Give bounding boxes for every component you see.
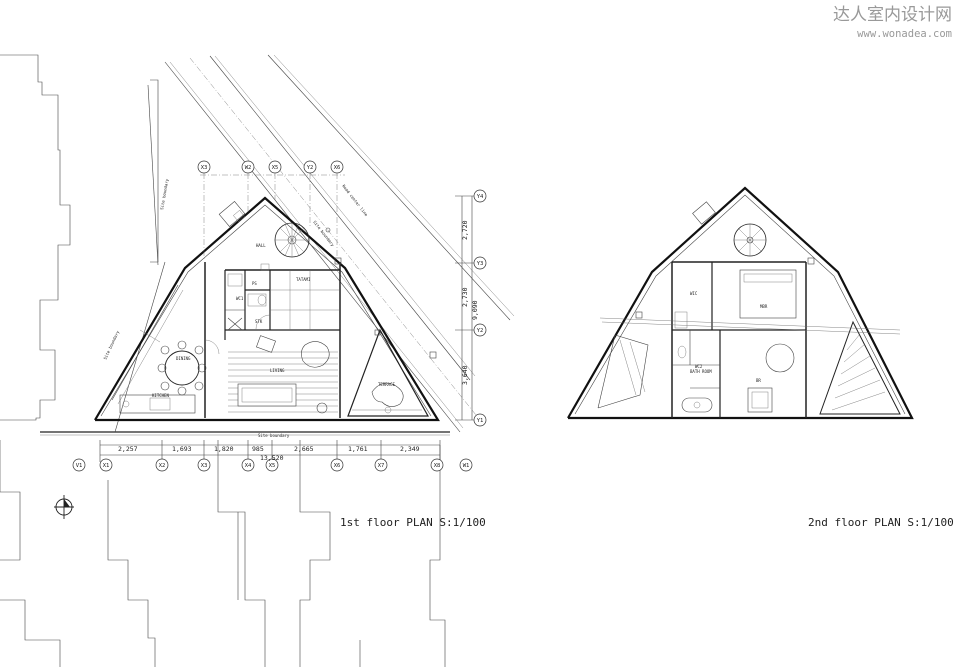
site-label-2: Site boundary <box>102 329 120 360</box>
dim-h-2: 1,693 <box>172 445 192 453</box>
road-center-label: Road center line <box>341 184 369 218</box>
grid-top-x5: X5 <box>272 165 279 171</box>
grid-top-x6: X6 <box>334 165 341 171</box>
dim-v-total: 9,090 <box>471 300 479 320</box>
grid-x8: X8 <box>434 463 441 469</box>
dim-h-6: 1,761 <box>348 445 368 453</box>
dim-v-2: 2,730 <box>461 287 469 307</box>
room-living: LIVING <box>270 368 285 373</box>
room-br: BR <box>756 378 761 383</box>
room-wic: WIC <box>690 291 698 296</box>
room-wc1: WC1 <box>236 296 244 301</box>
dim-chain-horizontal <box>72 440 473 472</box>
grid-x1: X1 <box>103 463 110 469</box>
grid-w1: W1 <box>463 463 470 469</box>
road-lines <box>164 54 515 433</box>
grid-y2: Y2 <box>477 328 484 334</box>
floor2-building <box>567 186 914 420</box>
grid-y1: Y1 <box>477 418 484 424</box>
room-dining: DINING <box>176 356 191 361</box>
grid-x2: X2 <box>159 463 166 469</box>
room-bath: BATH ROOM <box>690 369 712 374</box>
room-hall: HALL <box>256 243 266 248</box>
room-kitchen: KITCHEN <box>152 393 169 398</box>
dim-h-3: 1,820 <box>214 445 234 453</box>
site-label-1: Site boundary <box>159 178 169 210</box>
room-stk: STK <box>255 319 263 324</box>
dim-v-1: 2,720 <box>461 220 469 240</box>
grid-x4: X4 <box>245 463 252 469</box>
ground-line <box>40 261 450 436</box>
room-terrace: TERRACE <box>378 382 395 387</box>
dim-h-1: 2,257 <box>118 445 138 453</box>
grid-top-x3: X3 <box>201 165 208 171</box>
watermark-url: www.wonadea.com <box>857 28 952 40</box>
floor1-title: 1st floor PLAN S:1/100 <box>340 516 486 529</box>
dim-h-total: 13,520 <box>260 454 284 462</box>
grid-x5: X5 <box>269 463 276 469</box>
grid-v1: V1 <box>76 463 83 469</box>
grid-x3: X3 <box>201 463 208 469</box>
watermark-title: 达人室内设计网 <box>833 5 952 25</box>
grid-y4: Y4 <box>477 194 484 200</box>
room-tatami: TATAMI <box>296 277 311 282</box>
dim-h-7: 2,349 <box>400 445 420 453</box>
grid-y3: Y3 <box>477 261 484 267</box>
dim-v-3: 3,640 <box>461 365 469 385</box>
room-ps: PS <box>252 281 257 286</box>
grid-lines-top <box>200 173 345 260</box>
grid-top-y2: Y2 <box>307 165 314 171</box>
grid-x7: X7 <box>378 463 385 469</box>
room-mbr: MBR <box>760 304 768 309</box>
neighbor-outline-bottom <box>0 440 446 667</box>
north-arrow-icon <box>54 495 74 519</box>
dim-h-5: 2,665 <box>294 445 314 453</box>
room-wc2: WC2 <box>695 364 703 369</box>
site-label-4: Site boundary <box>258 433 290 438</box>
neighbor-outline-left <box>0 54 159 421</box>
grid-x6: X6 <box>334 463 341 469</box>
floor1-building <box>94 196 440 422</box>
floor2-title: 2nd floor PLAN S:1/100 <box>808 516 954 529</box>
dim-chain-vertical <box>455 189 487 427</box>
dim-h-4: 985 <box>252 445 264 453</box>
grid-bubbles-top <box>197 160 344 174</box>
grid-top-w2: W2 <box>245 165 252 171</box>
